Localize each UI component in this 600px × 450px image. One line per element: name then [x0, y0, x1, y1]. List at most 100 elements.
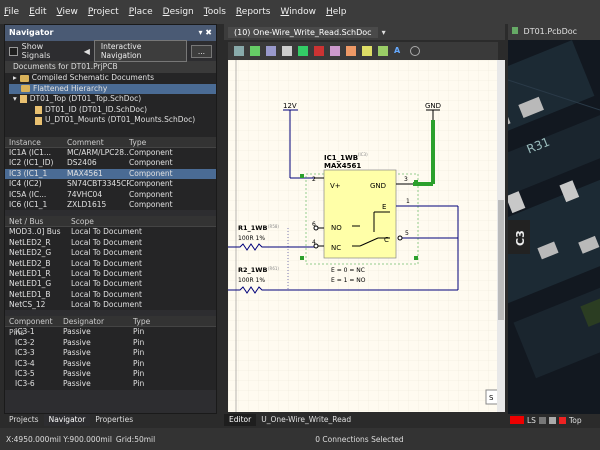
editor-tabs: Editor U_One-Wire_Write_Read	[224, 414, 505, 426]
menu-help[interactable]: Help	[325, 7, 347, 17]
scrollbar-thumb[interactable]	[498, 200, 504, 320]
show-signals-checkbox[interactable]	[9, 46, 18, 56]
layer-top-swatch	[558, 416, 566, 424]
tab-projects[interactable]: Projects	[9, 415, 39, 424]
schematic-canvas[interactable]: 12V GND IC1_1WB (IC3) MAX4561 V+ GND E N…	[228, 60, 500, 412]
menu-design[interactable]: Design	[162, 7, 194, 17]
tab-navigator[interactable]: Navigator	[43, 414, 91, 426]
pin-number: 4	[312, 239, 316, 246]
interactive-navigation-button[interactable]: Interactive Navigation	[93, 40, 187, 62]
part-icon[interactable]	[362, 46, 372, 56]
tab-properties[interactable]: Properties	[95, 415, 134, 424]
tab-editor[interactable]: Editor	[224, 414, 257, 426]
menu-window[interactable]: Window	[280, 7, 316, 17]
wire-icon[interactable]	[298, 46, 308, 56]
select-icon[interactable]	[266, 46, 276, 56]
back-arrow-icon[interactable]: ◀	[83, 46, 90, 56]
folder-icon	[21, 85, 30, 93]
pins-header: Component Pins Designator Type	[5, 316, 216, 337]
pin-number: 2	[312, 176, 316, 183]
pin-label-no: NO	[331, 224, 342, 232]
align-icon[interactable]	[282, 46, 292, 56]
power-label-gnd: GND	[425, 102, 441, 110]
arc-icon[interactable]	[410, 46, 420, 56]
navigator-title-bar: Navigator ▾ ✖	[5, 25, 216, 41]
pin-label-e: E	[382, 203, 386, 211]
navigator-toolbar: Show Signals ◀ Interactive Navigation ..…	[5, 40, 216, 62]
doc-top[interactable]: ▾DT01_Top (DT01_Top.SchDoc)	[13, 94, 142, 104]
filter-icon[interactable]	[234, 46, 244, 56]
pcb-doc-tab[interactable]: DT01.PcbDoc	[508, 24, 600, 40]
text-icon[interactable]: A	[394, 46, 401, 55]
net-header: Net / Bus Scope	[5, 216, 216, 228]
power-port-icon[interactable]	[346, 46, 356, 56]
port-icon[interactable]	[378, 46, 388, 56]
pin-number: 6	[312, 221, 316, 228]
pin-number: 3	[404, 176, 408, 183]
resistor-r2-label[interactable]: R2_1WB	[238, 266, 267, 274]
component-value: MAX4561	[324, 162, 361, 170]
menu-edit[interactable]: Edit	[29, 7, 47, 17]
doc-flattened[interactable]: Flattened Hierarchy	[9, 83, 216, 95]
menu-reports[interactable]: Reports	[235, 7, 271, 17]
instance-table: IC1A (IC1...MC/ARM/LPC28...Component IC2…	[5, 148, 216, 211]
annotation-e1: E = 1 = NO	[331, 277, 366, 284]
table-row[interactable]: IC1A (IC1...MC/ARM/LPC28...Component	[9, 148, 173, 157]
tab-sheet[interactable]: U_One-Wire_Write_Read	[261, 415, 352, 424]
layer-top[interactable]: Top	[568, 415, 582, 425]
schematic-doc-tab-bar: (10) One-Wire_Write_Read.SchDoc ▾	[224, 24, 505, 40]
resistor-r1-label[interactable]: R1_1WB	[238, 224, 267, 232]
doc-compiled[interactable]: ▸Compiled Schematic Documents	[13, 73, 155, 82]
more-options-button[interactable]: ...	[190, 44, 212, 58]
tab-dropdown-icon[interactable]: ▾	[381, 27, 386, 37]
schematic-doc-icon	[35, 106, 42, 115]
menu-tools[interactable]: Tools	[203, 7, 226, 17]
show-signals-label: Show Signals	[21, 42, 51, 60]
menu-file[interactable]: File	[4, 7, 20, 17]
pcb-drawing: R31 C3	[508, 40, 600, 414]
menu-place[interactable]: Place	[128, 7, 153, 17]
panel-controls-icon[interactable]: ▾ ✖	[198, 28, 212, 37]
component-designator[interactable]: IC1_1WB	[324, 154, 358, 162]
collapse-icon[interactable]: ▾	[13, 94, 17, 104]
doc-id[interactable]: DT01_ID (DT01_ID.SchDoc)	[9, 105, 216, 116]
pcb-canvas[interactable]: R31 C3	[508, 40, 600, 414]
ic-body[interactable]	[323, 169, 397, 259]
expand-icon[interactable]: ▸	[13, 73, 17, 82]
menu-project[interactable]: Project	[87, 7, 119, 17]
layer-ls[interactable]: LS	[527, 415, 536, 425]
net-label-icon[interactable]	[330, 46, 340, 56]
doc-mounts[interactable]: U_DT01_Mounts (DT01_Mounts.SchDoc)	[9, 115, 216, 126]
documents-tree: ▸Compiled Schematic Documents Flattened …	[5, 73, 216, 137]
status-grid: Grid:50mil	[115, 434, 156, 444]
menu-view[interactable]: View	[56, 7, 78, 17]
resistor-r2-value: 100R 1%	[238, 277, 265, 284]
schematic-doc-tab[interactable]: (10) One-Wire_Write_Read.SchDoc	[228, 26, 378, 38]
bus-icon[interactable]	[314, 46, 324, 56]
pin-number: 5	[405, 230, 409, 237]
add-icon[interactable]	[250, 46, 260, 56]
layer-tabs: LS Top	[508, 414, 600, 426]
